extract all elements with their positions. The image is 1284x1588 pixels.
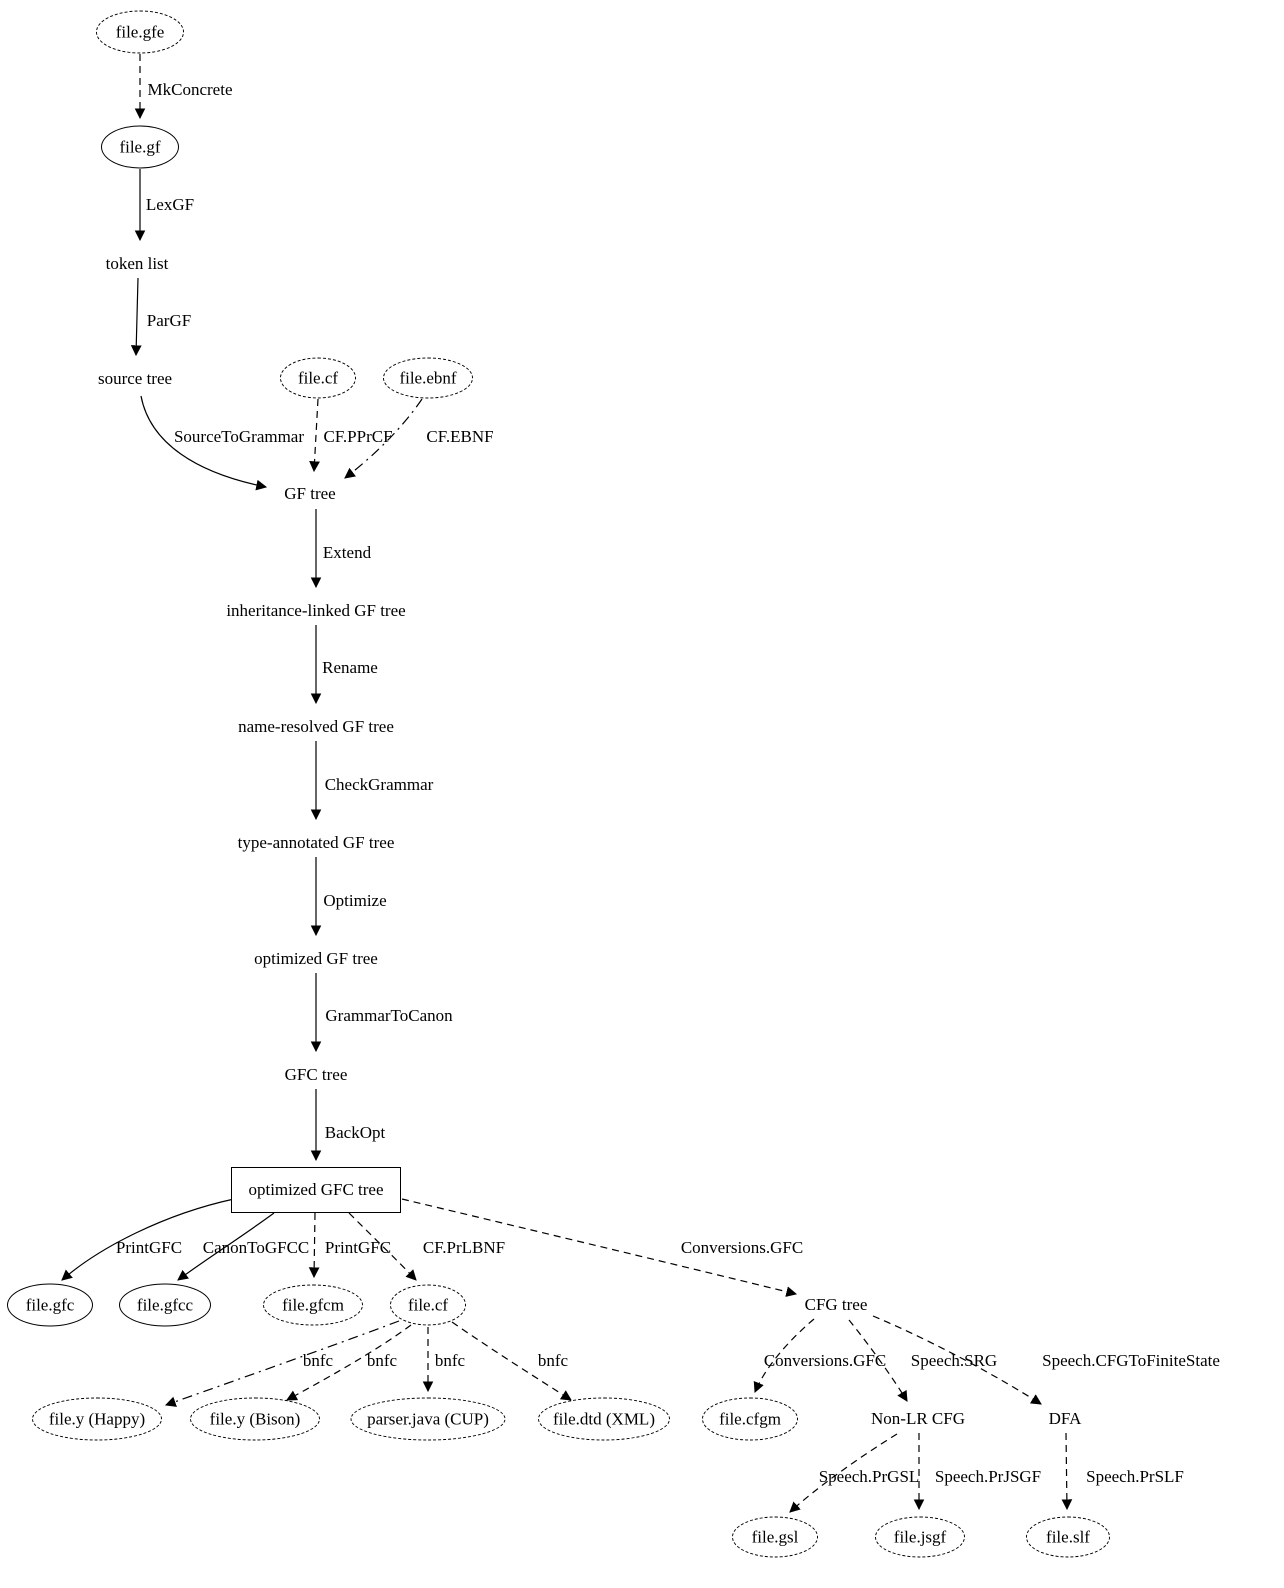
edge-printgfc-mid (308, 1212, 320, 1279)
edge-label-optimize: Optimize (323, 891, 387, 910)
edge-label-speech-prjsgf: Speech.PrJSGF (934, 1467, 1042, 1486)
node-file-slf: file.slf (1026, 1516, 1110, 1558)
node-file-y-bison: file.y (Bison) (190, 1397, 320, 1441)
edge-canontogfcc (177, 1212, 275, 1281)
edge-label-conversions-gfc-1: Conversions.GFC (680, 1238, 804, 1257)
edge-label-backopt: BackOpt (324, 1123, 386, 1142)
edge-label-pargf: ParGF (146, 311, 192, 330)
node-type-annotated-gf-tree: type-annotated GF tree (237, 833, 395, 852)
node-gf-tree: GF tree (284, 484, 336, 503)
edge-label-sourcetogrammar: SourceToGrammar (173, 427, 305, 446)
node-file-gfe: file.gfe (96, 10, 184, 54)
edge-label-rename: Rename (322, 658, 378, 677)
node-name-resolved-gf-tree: name-resolved GF tree (238, 717, 394, 736)
edge-label-canontogfcc: CanonToGFCC (202, 1238, 310, 1257)
node-file-ebnf: file.ebnf (383, 357, 473, 399)
node-cfg-tree: CFG tree (804, 1295, 868, 1314)
edge-label-cf-pprcf: CF.PPrCF (323, 427, 393, 446)
edge-label-extend: Extend (322, 543, 372, 562)
node-file-gfcm: file.gfcm (263, 1284, 363, 1326)
edge-label-printgfc-left: PrintGFC (115, 1238, 183, 1257)
edge-label-cf-prlbnf: CF.PrLBNF (422, 1238, 506, 1257)
node-file-cfgm: file.cfgm (702, 1397, 798, 1441)
edge-pargf (130, 277, 142, 357)
node-file-gsl: file.gsl (732, 1516, 818, 1558)
edge-label-mkconcrete: MkConcrete (147, 80, 233, 99)
edge-label-bnfc-3: bnfc (434, 1351, 466, 1370)
edge-bnfc-bison (286, 1324, 412, 1401)
edge-label-speech-cfgtofinitestate: Speech.CFGToFiniteState (1042, 1351, 1220, 1370)
edge-printgfc-left (61, 1198, 235, 1281)
node-file-dtd-xml: file.dtd (XML) (538, 1397, 670, 1441)
edge-bnfc-xml (451, 1321, 572, 1401)
node-file-jsgf: file.jsgf (875, 1516, 965, 1558)
node-file-gfc: file.gfc (7, 1283, 93, 1327)
node-file-gf: file.gf (101, 125, 179, 169)
edge-speech-prgsl (789, 1433, 898, 1513)
edge-label-printgfc-mid: PrintGFC (324, 1238, 392, 1257)
edge-speech-srg (848, 1319, 908, 1402)
edge-label-speech-prslf: Speech.PrSLF (1086, 1467, 1184, 1486)
node-file-cf-top: file.cf (280, 357, 356, 399)
edge-speech-cfgtofinitestate (872, 1315, 1042, 1405)
node-source-tree: source tree (97, 369, 173, 388)
node-inheritance-linked-gf-tree: inheritance-linked GF tree (226, 601, 406, 620)
node-gfc-tree: GFC tree (284, 1065, 348, 1084)
edge-cf-pprcf (309, 398, 320, 473)
edge-label-speech-srg: Speech.SRG (910, 1351, 998, 1370)
edge-label-speech-prgsl: Speech.PrGSL (818, 1467, 920, 1486)
edge-speech-prslf (1061, 1432, 1073, 1511)
edge-label-bnfc-2: bnfc (366, 1351, 398, 1370)
edge-conversions-gfc-2 (753, 1318, 815, 1393)
node-non-lr-cfg: Non-LR CFG (871, 1409, 965, 1428)
node-file-y-happy: file.y (Happy) (32, 1397, 162, 1441)
node-dfa: DFA (1048, 1409, 1082, 1428)
edge-label-bnfc-4: bnfc (537, 1351, 569, 1370)
edge-cf-prlbnf (348, 1212, 417, 1281)
node-parser-java-cup: parser.java (CUP) (350, 1397, 506, 1441)
node-optimized-gf-tree: optimized GF tree (254, 949, 378, 968)
node-file-gfcc: file.gfcc (119, 1283, 211, 1327)
edge-label-cf-ebnf: CF.EBNF (426, 427, 494, 446)
node-file-cf-bottom: file.cf (390, 1284, 466, 1326)
edge-label-grammartocanon: GrammarToCanon (325, 1006, 453, 1025)
edge-label-lexgf: LexGF (145, 195, 195, 214)
edge-label-bnfc-1: bnfc (302, 1351, 334, 1370)
node-token-list: token list (105, 254, 169, 273)
edge-label-checkgrammar: CheckGrammar (324, 775, 434, 794)
edge-label-conversions-gfc-2: Conversions.GFC (763, 1351, 887, 1370)
node-optimized-gfc-tree: optimized GFC tree (231, 1167, 401, 1213)
edge-sourcetogrammar (140, 395, 268, 491)
edge-bnfc-happy (164, 1320, 400, 1407)
